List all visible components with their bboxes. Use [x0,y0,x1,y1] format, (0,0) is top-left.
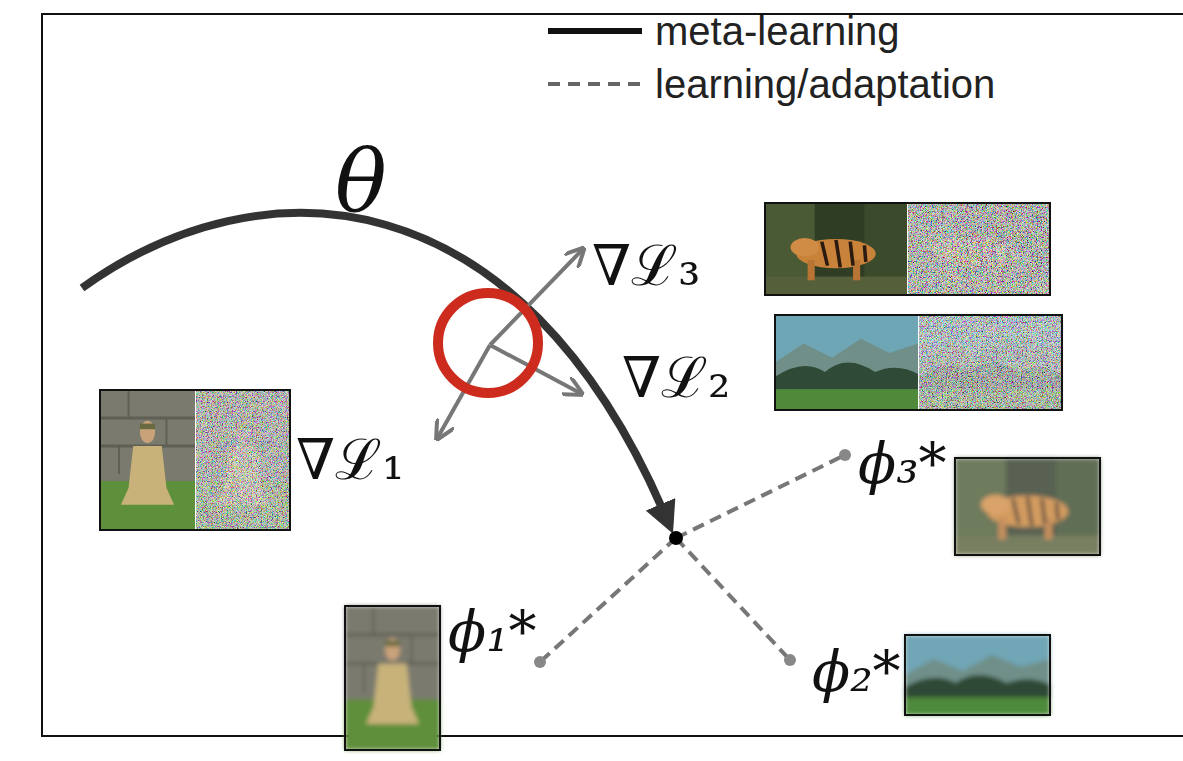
tiger-images [765,203,1050,295]
parameter-label: ϕ₁* [448,604,537,660]
theta-symbol: θ [335,138,387,224]
legend-dashed-line [548,82,642,86]
adapted-landscape-image [905,635,1050,715]
soldier-images [100,390,290,530]
legend-text: meta-learning [655,11,900,51]
parameter-label: ϕ₂* [812,644,901,700]
gradient-label: ∇ℒ₃ [592,238,701,294]
gradient-label: ∇ℒ₁ [296,432,405,488]
landscape-images [775,315,1062,410]
frame [42,14,1183,736]
phi-point [839,449,851,461]
adapted-soldier-image [345,606,440,750]
parameter-label: ϕ₃* [858,436,947,492]
gradient-arrows [438,250,582,437]
theta-point [669,531,683,545]
phi-point [784,654,796,666]
red-circle [438,293,538,393]
adapted-tiger-image [955,458,1100,555]
adaptation-lines [540,455,845,662]
legend-text: learning/adaptation [655,64,995,104]
gradient-label: ∇ℒ₂ [622,350,731,406]
legend-solid-line [548,28,642,34]
